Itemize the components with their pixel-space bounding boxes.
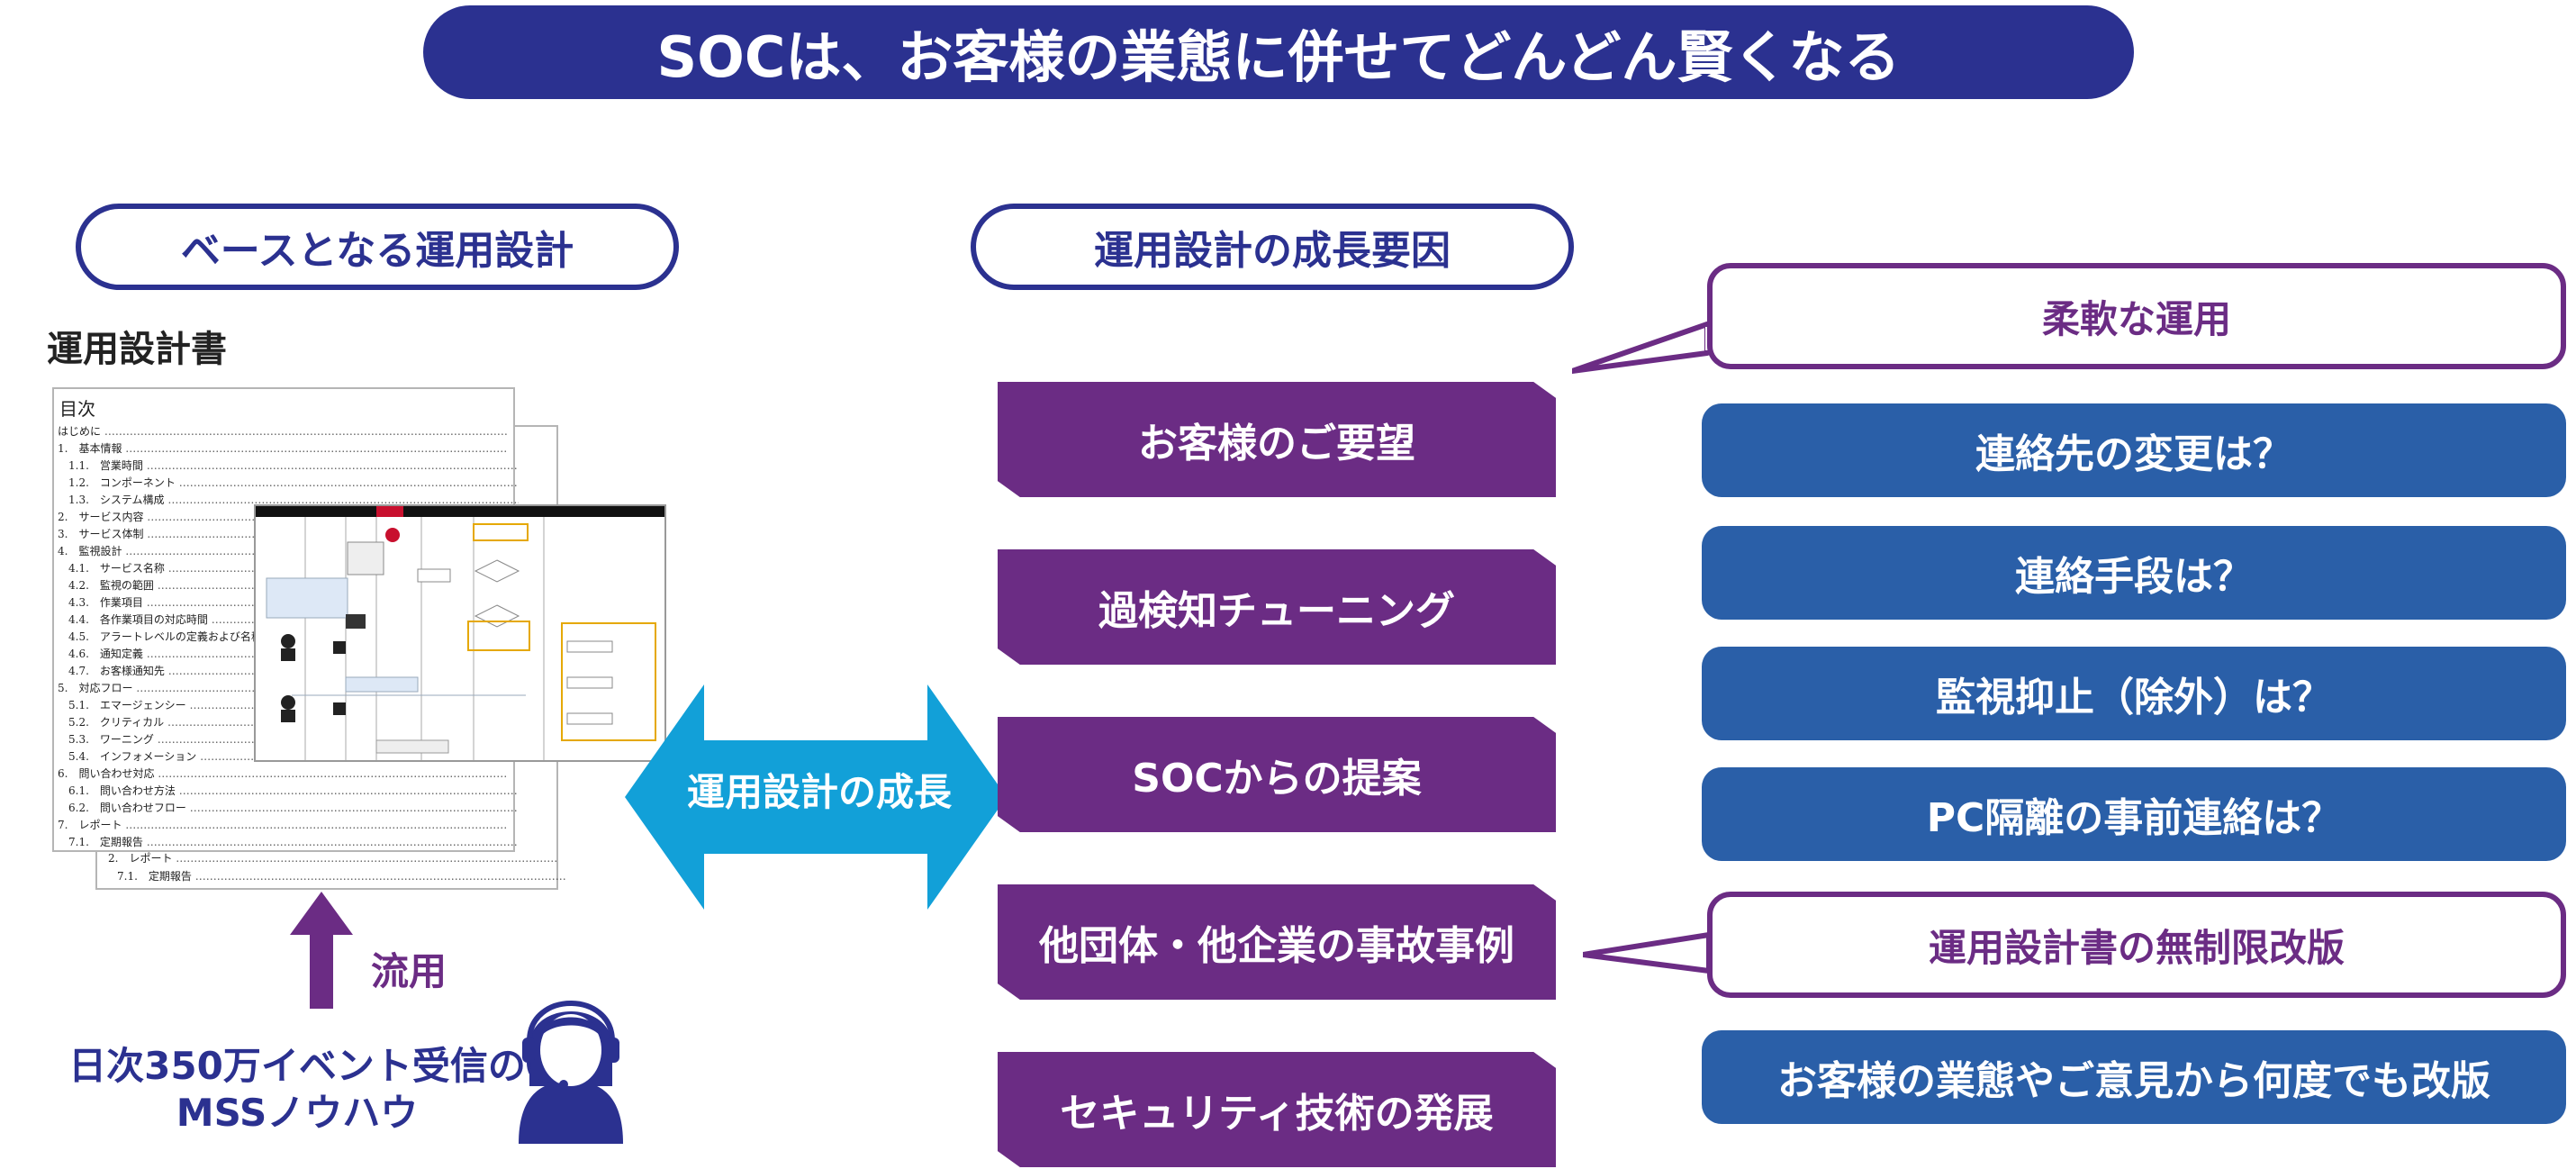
item-monitoring-suppression: 監視抑止（除外）は？ [1702,647,2566,740]
factor-soc-proposals: SOCからの提案 [998,717,1556,832]
toc-item: 4.6. 通知定義 [68,646,519,661]
callout-flexible-operation: 柔軟な運用 [1707,263,2566,369]
toc-item: 7. レポート [58,817,508,832]
toc-item: 5. 対応フロー [58,680,508,695]
toc-back-item: 7.1. 定期報告 [117,868,567,884]
toc-item: 6. 問い合わせ対応 [58,766,508,781]
toc-item: 5.2. クリティカル [68,714,519,729]
item-revision-anytime: お客様の業態やご意見から何度でも改版 [1702,1030,2566,1124]
toc-item: 1. 基本情報 [58,440,508,456]
item-contact-change: 連絡先の変更は？ [1702,403,2566,497]
mss-line-2: MSSノウハウ [176,1091,419,1135]
reuse-label: 流用 [371,949,447,993]
toc-item: 6.1. 問い合わせ方法 [68,783,519,798]
mss-knowhow-text: 日次350万イベント受信の MSSノウハウ [54,1043,540,1137]
toc-item: 6.2. 問い合わせフロー [68,800,519,815]
mss-line-1: 日次350万イベント受信の [68,1044,526,1088]
factor-security-tech: セキュリティ技術の発展 [998,1052,1556,1167]
callout-unlimited-revision: 運用設計書の無制限改版 [1707,892,2566,998]
item-pc-isolation: PC隔離の事前連絡は？ [1702,767,2566,861]
flowchart-image [254,504,666,762]
growth-arrow-label: 運用設計の成長 [686,770,952,814]
factor-customer-requests: お客様のご要望 [998,382,1556,497]
toc-item: 5.4. インフォメーション [68,748,519,764]
toc-item: 4.3. 作業項目 [68,594,519,610]
toc-item: 3. サービス体制 [58,526,508,541]
operator-headset-icon [519,1001,623,1144]
toc-item: 7.1. 定期報告 [68,834,519,849]
toc-item: 5.3. ワーニング [68,731,519,747]
toc-item: 4. 監視設計 [58,543,508,558]
factor-incident-cases: 他団体・他企業の事故事例 [998,884,1556,1000]
toc-item: 4.7. お客様通知先 [68,663,519,678]
toc-item: 1.1. 営業時間 [68,458,519,473]
toc-item: 4.1. サービス名称 [68,560,519,575]
toc-item: 2. サービス内容 [58,509,508,524]
factor-false-positive-tuning: 過検知チューニング [998,549,1556,665]
growth-double-arrow [625,684,1007,910]
toc-title: 目次 [59,398,95,420]
toc-item: 4.2. 監視の範囲 [68,577,519,593]
toc-item: 5.1. エマージェンシー [68,697,519,712]
toc-item: 4.5. アラートレベルの定義および名称 [68,629,519,644]
toc-item: 4.4. 各作業項目の対応時間 [68,612,519,627]
toc-item: 1.3. システム構成 [68,492,519,507]
item-contact-method: 連絡手段は？ [1702,526,2566,620]
toc-item: はじめに [58,423,508,439]
toc-back-item: 2. レポート [108,850,558,865]
doc-label: 運用設計書 [47,329,227,370]
reuse-up-arrow [290,892,353,1009]
flowchart-diagram [256,506,664,760]
growth-factors-heading: 運用設計の成長要因 [971,204,1574,290]
page-title: SOCは、お客様の業態に併せてどんどん賢くなる [423,5,2134,99]
base-design-heading: ベースとなる運用設計 [76,204,679,290]
toc-item: 1.2. コンポーネント [68,475,519,490]
callout-tail-bottom [1583,932,1718,974]
callout-tail-top [1572,322,1716,374]
